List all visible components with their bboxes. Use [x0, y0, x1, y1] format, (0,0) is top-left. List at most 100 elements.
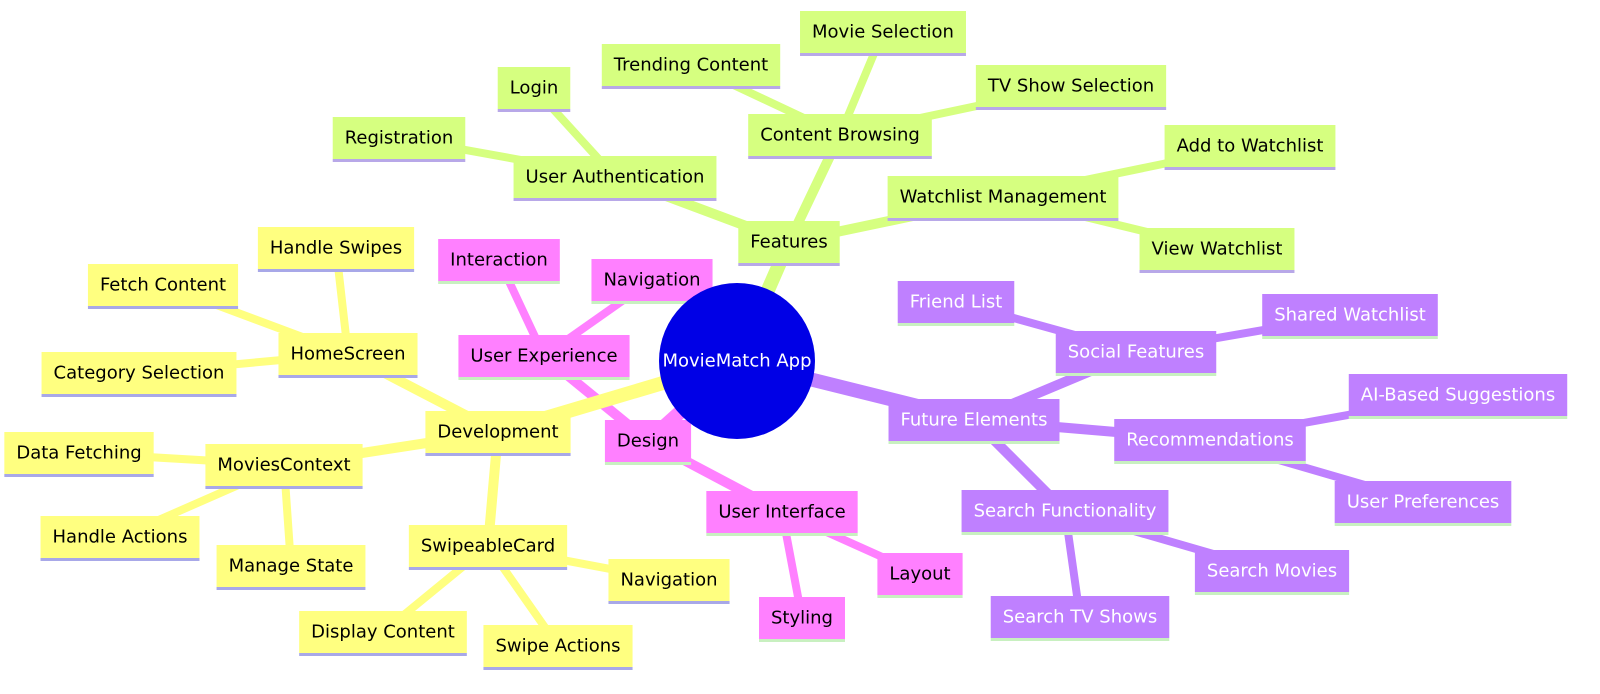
node-content-browsing-tv-show-selection[interactable]: TV Show Selection [975, 65, 1167, 110]
node-watchlist-management[interactable]: Watchlist Management [887, 176, 1119, 221]
node-social-features-label: Social Features [1068, 342, 1205, 363]
node-moviescontext-manage-state-box [216, 545, 366, 587]
node-search-functionality-label: Search Functionality [974, 501, 1157, 522]
node-homescreen-fetch-content[interactable]: Fetch Content [87, 264, 239, 309]
node-user-interface-styling[interactable]: Styling [759, 597, 845, 642]
node-watchlist-management-view-watchlist-label: View Watchlist [1152, 239, 1283, 260]
node-user-authentication-login-label: Login [510, 78, 559, 99]
node-homescreen-handle-swipes[interactable]: Handle Swipes [257, 227, 415, 272]
node-watchlist-management-view-watchlist-box [1139, 228, 1295, 270]
node-social-features[interactable]: Social Features [1055, 331, 1217, 376]
node-moviescontext[interactable]: MoviesContext [205, 444, 363, 489]
node-search-functionality-search-movies[interactable]: Search Movies [1194, 550, 1350, 595]
node-user-interface-styling-label: Styling [771, 608, 833, 629]
node-design-box [604, 420, 692, 462]
node-search-functionality-search-tv-shows[interactable]: Search TV Shows [990, 596, 1170, 641]
node-swipeablecard-navigation-box [608, 559, 730, 601]
node-content-browsing[interactable]: Content Browsing [748, 114, 932, 159]
node-features[interactable]: Features [738, 221, 840, 266]
node-moviescontext-handle-actions[interactable]: Handle Actions [40, 516, 200, 561]
node-moviescontext-label: MoviesContext [217, 455, 350, 476]
node-user-authentication-registration[interactable]: Registration [332, 117, 466, 162]
node-homescreen-fetch-content-label: Fetch Content [100, 275, 226, 296]
node-swipeablecard[interactable]: SwipeableCard [408, 525, 568, 570]
node-design[interactable]: Design [604, 420, 692, 465]
node-user-authentication-login-box [497, 67, 571, 109]
node-user-experience-box [458, 335, 630, 377]
node-content-browsing-trending-content-box [601, 44, 781, 86]
node-recommendations-ai-based-suggestions[interactable]: AI-Based Suggestions [1348, 374, 1568, 419]
node-search-functionality[interactable]: Search Functionality [961, 490, 1169, 535]
node-user-interface-layout-label: Layout [889, 564, 950, 585]
node-watchlist-management-box [887, 176, 1119, 218]
node-watchlist-management-add-to-watchlist[interactable]: Add to Watchlist [1164, 125, 1336, 170]
node-user-authentication-label: User Authentication [526, 167, 705, 188]
node-content-browsing-movie-selection-box [800, 11, 966, 53]
node-watchlist-management-view-watchlist[interactable]: View Watchlist [1139, 228, 1295, 273]
node-swipeablecard-display-content-label: Display Content [311, 622, 455, 643]
node-homescreen-box [278, 333, 418, 375]
node-watchlist-management-add-to-watchlist-label: Add to Watchlist [1177, 136, 1324, 157]
node-user-experience-navigation-label: Navigation [603, 270, 700, 291]
node-recommendations-ai-based-suggestions-label: AI-Based Suggestions [1361, 385, 1555, 406]
node-recommendations-user-preferences[interactable]: User Preferences [1334, 481, 1512, 526]
node-watchlist-management-label: Watchlist Management [900, 187, 1107, 208]
node-watchlist-management-add-to-watchlist-box [1164, 125, 1336, 167]
node-design-label: Design [617, 431, 679, 452]
node-user-experience-interaction-box [438, 239, 560, 281]
node-user-authentication-registration-box [332, 117, 466, 159]
node-swipeablecard-navigation-label: Navigation [620, 570, 717, 591]
node-user-authentication-login[interactable]: Login [497, 67, 571, 112]
node-search-functionality-search-tv-shows-label: Search TV Shows [1003, 607, 1158, 628]
node-recommendations-user-preferences-box [1334, 481, 1512, 523]
node-content-browsing-tv-show-selection-box [975, 65, 1167, 107]
node-social-features-box [1055, 331, 1217, 373]
node-user-experience-interaction-label: Interaction [450, 250, 548, 271]
node-user-authentication-box [513, 156, 717, 198]
node-content-browsing-trending-content-label: Trending Content [613, 55, 768, 76]
node-social-features-friend-list[interactable]: Friend List [897, 281, 1015, 326]
node-swipeablecard-display-content-box [299, 611, 467, 653]
root-node[interactable]: MovieMatch App [659, 283, 815, 439]
node-homescreen-label: HomeScreen [290, 344, 405, 365]
node-social-features-shared-watchlist[interactable]: Shared Watchlist [1262, 294, 1438, 339]
node-development-box [425, 411, 571, 453]
node-user-experience-label: User Experience [470, 346, 617, 367]
node-user-experience-interaction[interactable]: Interaction [438, 239, 560, 284]
node-user-interface[interactable]: User Interface [706, 491, 858, 536]
node-swipeablecard-swipe-actions[interactable]: Swipe Actions [483, 625, 633, 670]
node-search-functionality-search-movies-label: Search Movies [1207, 561, 1337, 582]
node-homescreen[interactable]: HomeScreen [278, 333, 418, 378]
node-moviescontext-box [205, 444, 363, 486]
node-user-interface-layout-box [877, 553, 963, 595]
node-moviescontext-manage-state[interactable]: Manage State [216, 545, 366, 590]
node-future-elements[interactable]: Future Elements [888, 399, 1060, 444]
node-homescreen-handle-swipes-label: Handle Swipes [270, 238, 402, 259]
node-content-browsing-movie-selection[interactable]: Movie Selection [800, 11, 966, 56]
node-user-interface-layout[interactable]: Layout [877, 553, 963, 598]
node-content-browsing-label: Content Browsing [760, 125, 920, 146]
node-social-features-friend-list-label: Friend List [910, 292, 1003, 313]
node-swipeablecard-navigation[interactable]: Navigation [608, 559, 730, 604]
node-user-interface-box [706, 491, 858, 533]
node-moviescontext-data-fetching[interactable]: Data Fetching [4, 432, 154, 477]
node-content-browsing-tv-show-selection-label: TV Show Selection [987, 76, 1154, 97]
node-homescreen-category-selection[interactable]: Category Selection [41, 352, 237, 397]
node-user-experience-navigation[interactable]: Navigation [591, 259, 713, 304]
node-recommendations[interactable]: Recommendations [1114, 419, 1306, 464]
node-moviescontext-data-fetching-label: Data Fetching [16, 443, 141, 464]
node-features-box [738, 221, 840, 263]
node-development[interactable]: Development [425, 411, 571, 456]
node-content-browsing-trending-content[interactable]: Trending Content [601, 44, 781, 89]
node-user-authentication-registration-label: Registration [345, 128, 454, 149]
node-swipeablecard-display-content[interactable]: Display Content [299, 611, 467, 656]
node-recommendations-user-preferences-label: User Preferences [1347, 492, 1500, 513]
node-user-experience-navigation-box [591, 259, 713, 301]
node-recommendations-label: Recommendations [1126, 430, 1294, 451]
node-social-features-friend-list-box [897, 281, 1015, 323]
node-user-authentication[interactable]: User Authentication [513, 156, 717, 201]
node-user-interface-styling-box [759, 597, 845, 639]
node-user-experience[interactable]: User Experience [458, 335, 630, 380]
node-moviescontext-handle-actions-box [40, 516, 200, 558]
